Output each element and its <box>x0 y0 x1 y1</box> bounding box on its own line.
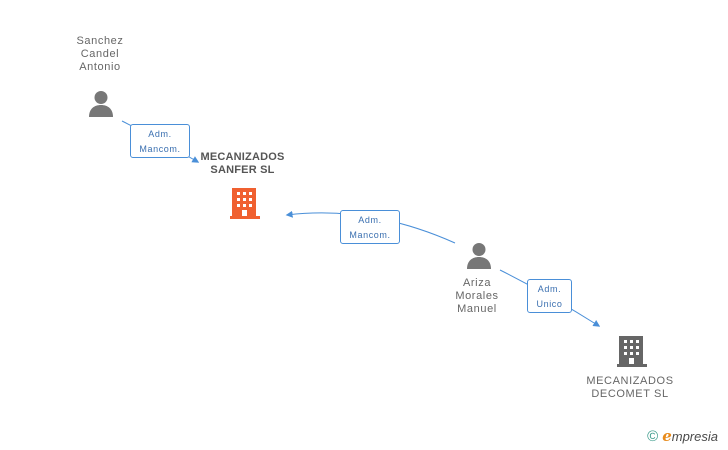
copyright-icon: © <box>647 428 659 445</box>
node-label-sanfer[interactable]: MECANIZADOS SANFER SL <box>185 151 300 177</box>
node-label-line: Ariza <box>462 277 492 289</box>
node-label-line: Manuel <box>457 303 497 315</box>
node-label-line: MECANIZADOS <box>200 151 285 163</box>
node-label-decomet[interactable]: MECANIZADOS DECOMET SL <box>575 375 685 401</box>
building-icon[interactable] <box>617 336 647 367</box>
node-label-line: DECOMET SL <box>591 388 669 400</box>
edge-label-line: Adm. <box>537 284 562 294</box>
edge-label-line: Mancom. <box>139 144 181 154</box>
node-label-line: Morales <box>455 290 499 302</box>
node-label-ariza[interactable]: Ariza Morales Manuel <box>437 277 517 316</box>
brand-watermark: ©empresia <box>647 427 718 445</box>
node-label-sanchez[interactable]: Sanchez Candel Antonio <box>60 35 140 74</box>
brand-logo-initial: e <box>662 427 672 445</box>
node-label-line: Candel <box>80 48 120 60</box>
node-label-line: Antonio <box>79 61 121 73</box>
edge-label-line: Adm. <box>358 215 382 225</box>
node-label-line: MECANIZADOS <box>586 375 674 387</box>
edge-label-line: Mancom. <box>349 230 391 240</box>
edge-label-line: Adm. <box>148 129 172 139</box>
building-icon[interactable] <box>230 188 260 219</box>
edge-label-line: Unico <box>536 299 563 309</box>
person-icon[interactable] <box>89 91 113 117</box>
edge-label-ariza-sanfer: Adm. Mancom. <box>340 210 400 244</box>
node-label-line: SANFER SL <box>210 164 275 176</box>
edge-label-sanchez-sanfer: Adm. Mancom. <box>130 124 190 158</box>
edge-label-ariza-decomet: Adm. Unico <box>527 279 572 313</box>
person-icon[interactable] <box>467 243 491 269</box>
brand-logo-name: mpresia <box>671 429 718 444</box>
node-label-line: Sanchez <box>76 35 124 47</box>
